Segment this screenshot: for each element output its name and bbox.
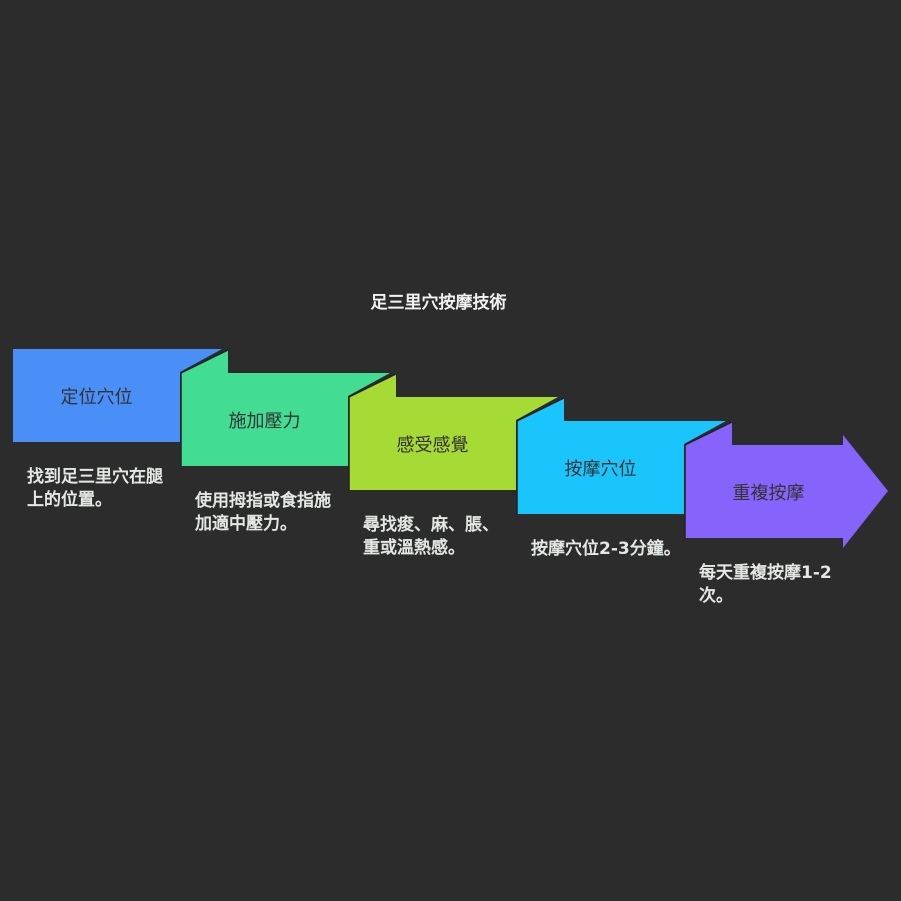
fold-edge bbox=[348, 373, 397, 490]
step-description: 按摩穴位2-3分鐘。 bbox=[531, 539, 681, 559]
step-description: 每天重複按摩1-2次。 bbox=[699, 563, 832, 606]
step-label: 按摩穴位 bbox=[564, 459, 637, 480]
step-description: 尋找痠、麻、脹、重或溫熱感。 bbox=[363, 515, 499, 558]
step-label: 重複按摩 bbox=[732, 483, 805, 504]
fold-edge bbox=[180, 349, 229, 466]
step-description: 找到足三里穴在腿上的位置。 bbox=[27, 467, 163, 510]
step-label: 施加壓力 bbox=[228, 411, 301, 432]
step-box bbox=[13, 349, 222, 442]
step-box bbox=[349, 397, 558, 490]
step-label: 定位穴位 bbox=[60, 387, 133, 408]
step-box bbox=[517, 421, 726, 514]
step-box bbox=[181, 373, 390, 466]
fold-edge bbox=[516, 397, 565, 514]
step-arrow bbox=[685, 435, 888, 548]
step-description: 使用拇指或食指施加適中壓力。 bbox=[195, 491, 331, 534]
fold-edge bbox=[684, 421, 733, 538]
step-label: 感受感覺 bbox=[396, 435, 469, 456]
diagram-title: 足三里穴按摩技術 bbox=[370, 293, 507, 313]
